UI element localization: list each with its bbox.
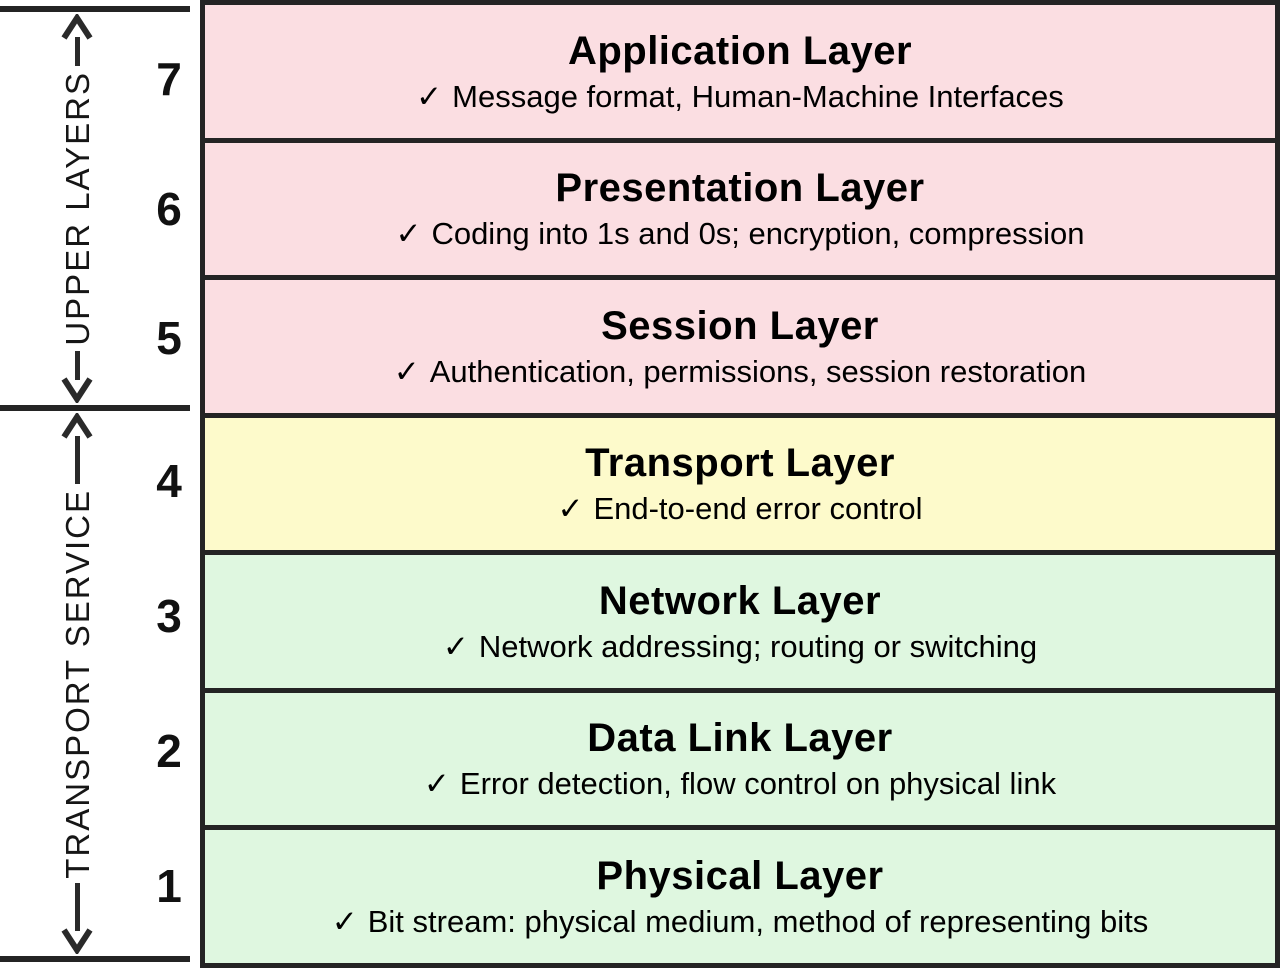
layer-note: ✓Coding into 1s and 0s; encryption, comp…	[395, 216, 1085, 252]
layer-number: 1	[156, 860, 182, 913]
layer-note: ✓Authentication, permissions, session re…	[393, 353, 1087, 389]
arrow-shaft	[74, 436, 80, 484]
layer-note: ✓End-to-end error control	[557, 491, 923, 527]
check-icon: ✓	[395, 216, 422, 252]
layer-number: 5	[156, 312, 182, 365]
arrow-shaft	[74, 350, 80, 380]
layer-title: Transport Layer	[585, 441, 895, 486]
layer-note-text: End-to-end error control	[593, 491, 923, 527]
check-icon: ✓	[557, 491, 584, 527]
separator-line-bottom	[0, 956, 190, 962]
layer-note: ✓Bit stream: physical medium, method of …	[331, 903, 1149, 939]
arrow-up-icon	[61, 413, 93, 439]
transport-service-label: TRANSPORT SERVICE	[58, 488, 96, 879]
layer-title: Network Layer	[598, 578, 882, 623]
layer-box-session: Session Layer ✓Authentication, permissio…	[205, 280, 1275, 413]
layer-title: Application Layer	[567, 28, 913, 73]
transport-service-group: TRANSPORT SERVICE 4 3 2 1	[0, 413, 200, 955]
layer-title: Session Layer	[601, 303, 879, 348]
layer-note-text: Authentication, permissions, session res…	[429, 353, 1087, 389]
layer-note-text: Bit stream: physical medium, method of r…	[367, 903, 1149, 939]
check-icon: ✓	[331, 903, 358, 939]
layer-title: Data Link Layer	[587, 716, 893, 761]
transport-service-span-arrow: TRANSPORT SERVICE	[42, 413, 112, 955]
separator-line-middle	[0, 405, 190, 411]
layer-number: 7	[156, 52, 182, 105]
layer-box-application: Application Layer ✓Message format, Human…	[205, 5, 1275, 138]
lower-layer-numbers: 4 3 2 1	[138, 413, 200, 954]
layer-title: Presentation Layer	[555, 166, 925, 211]
layer-note: ✓Network addressing; routing or switchin…	[442, 628, 1038, 664]
upper-layer-numbers: 7 6 5	[138, 14, 200, 403]
arrow-shaft	[74, 883, 80, 932]
check-icon: ✓	[393, 353, 420, 389]
layer-note-text: Coding into 1s and 0s; encryption, compr…	[431, 216, 1085, 252]
check-icon: ✓	[442, 628, 469, 664]
layer-note-text: Error detection, flow control on physica…	[459, 766, 1057, 802]
left-rail: UPPER LAYERS 7 6 5 TRANSPORT SERVICE	[0, 0, 200, 968]
layer-number: 6	[156, 182, 182, 235]
check-icon: ✓	[423, 766, 450, 802]
layer-note: ✓Message format, Human-Machine Interface…	[416, 78, 1064, 114]
arrow-down-icon	[61, 377, 93, 403]
layer-number: 4	[156, 454, 182, 507]
upper-layers-label: UPPER LAYERS	[58, 71, 96, 346]
check-icon: ✓	[416, 78, 443, 114]
layer-number: 2	[156, 725, 182, 778]
layer-stack: Application Layer ✓Message format, Human…	[200, 0, 1280, 968]
layer-box-data-link: Data Link Layer ✓Error detection, flow c…	[205, 692, 1275, 826]
layer-box-presentation: Presentation Layer ✓Coding into 1s and 0…	[205, 142, 1275, 276]
upper-layers-span-arrow: UPPER LAYERS	[42, 14, 112, 403]
layer-number: 3	[156, 589, 182, 642]
upper-layers-group: UPPER LAYERS 7 6 5	[0, 14, 200, 403]
layer-title: Physical Layer	[596, 853, 884, 898]
separator-line-top	[0, 6, 190, 12]
layer-note-text: Network addressing; routing or switching	[478, 628, 1038, 664]
layer-box-network: Network Layer ✓Network addressing; routi…	[205, 555, 1275, 688]
layer-box-transport: Transport Layer ✓End-to-end error contro…	[205, 417, 1275, 551]
arrow-shaft	[74, 37, 80, 67]
layer-note: ✓Error detection, flow control on physic…	[424, 768, 1056, 801]
arrow-up-icon	[61, 14, 93, 40]
layer-box-physical: Physical Layer ✓Bit stream: physical med…	[205, 830, 1275, 964]
layer-note-text: Message format, Human-Machine Interfaces	[452, 78, 1064, 114]
arrow-down-icon	[61, 928, 93, 955]
